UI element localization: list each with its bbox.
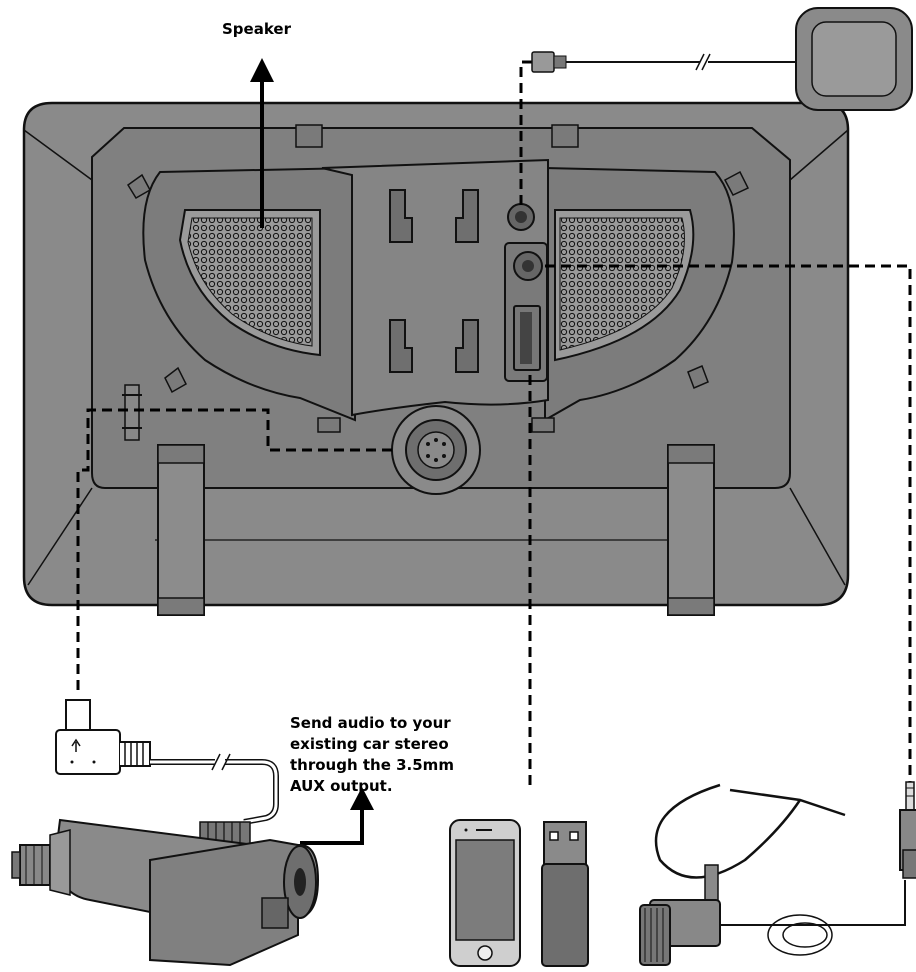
speaker-label: Speaker (222, 20, 291, 38)
ports (122, 203, 548, 495)
usb-c-plug-icon (55, 699, 151, 775)
aux-output-note: Send audio to your existing car stereo t… (290, 713, 490, 797)
aux-note-line-3: through the 3.5mm (290, 756, 454, 774)
smartphone-icon (449, 819, 521, 967)
usb-drive-icon (541, 821, 589, 967)
car-charger-icon (11, 699, 320, 967)
microphone-clip-icon (639, 783, 906, 966)
aux-note-line-4: AUX output. (290, 777, 393, 795)
aux-note-line-2: existing car stereo (290, 735, 449, 753)
device-feet (157, 444, 715, 616)
mounting-slots (389, 189, 479, 373)
speaker-grille-left-icon (178, 209, 321, 357)
gps-antenna-icon (531, 7, 913, 111)
aux-plug-icon (899, 781, 916, 879)
aux-output-arrow (300, 787, 374, 845)
aux-note-line-1: Send audio to your (290, 714, 451, 732)
speaker-grille-right-icon (554, 209, 695, 362)
speaker-arrow (250, 58, 274, 228)
connection-lines (76, 60, 912, 790)
